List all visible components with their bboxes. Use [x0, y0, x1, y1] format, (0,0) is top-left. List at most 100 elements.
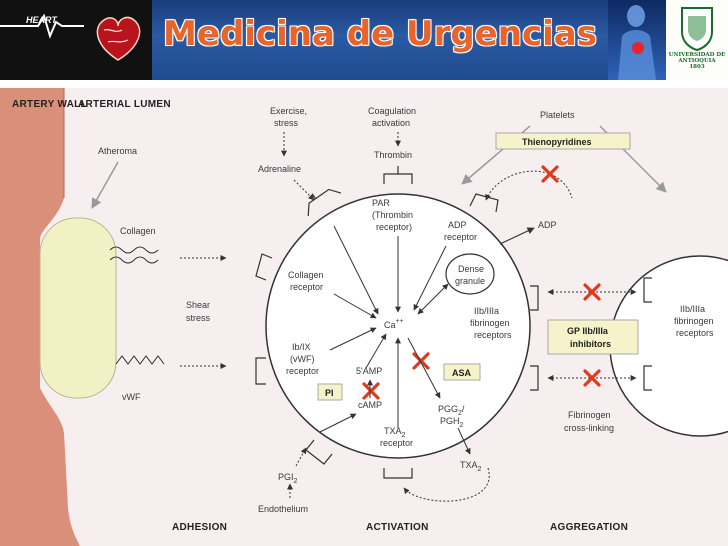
- body-figure-graphic: [618, 5, 656, 80]
- label-exercise-1: Exercise,: [270, 106, 307, 116]
- calcium-arrows: [319, 225, 471, 455]
- pgi2-receptor: [305, 439, 333, 465]
- label-txa2-rec-1: TXA2: [384, 426, 406, 439]
- body-figure-image: [608, 0, 666, 80]
- label-thienopyridines: Thienopyridines: [522, 137, 592, 147]
- label-right-rec-2: fibrinogen: [674, 316, 714, 326]
- section-activation: ACTIVATION: [366, 522, 429, 533]
- label-exercise-2: stress: [274, 118, 299, 128]
- label-camp: cAMP: [358, 400, 382, 410]
- adp-loop-arrow: [485, 170, 573, 201]
- label-thrombin: Thrombin: [374, 150, 412, 160]
- torso-icon: [618, 30, 656, 80]
- label-ib-2: (vWF): [290, 354, 315, 364]
- label-dense-2: granule: [455, 276, 485, 286]
- arrow-pgh2-txa2: [457, 427, 471, 455]
- adp-receptor: [469, 193, 499, 213]
- label-txa2-rec-2: receptor: [380, 438, 413, 448]
- adrenaline-receptor: [307, 188, 342, 217]
- camp-block-icon: [362, 382, 380, 400]
- label-shear-2: stress: [186, 313, 211, 323]
- gp-receptor-right-top: [643, 277, 652, 303]
- logo-text: HEART: [26, 15, 58, 25]
- label-gp-inh-2: inhibitors: [570, 339, 611, 349]
- adrenaline-arrow: [293, 179, 315, 201]
- label-dense-1: Dense: [458, 264, 484, 274]
- header-banner: HEART Medicina de Urgencias UNIVERSIDAD …: [0, 0, 728, 80]
- label-adp: ADP: [538, 220, 557, 230]
- label-gp-rec-2: fibrinogen: [470, 318, 510, 328]
- label-gp-inh-1: GP IIb/IIIa: [567, 326, 609, 336]
- arrow-adrenaline-ca: [333, 225, 379, 315]
- gp-receptor-left-top: [530, 285, 539, 311]
- txa-rec-text: TXA: [384, 426, 402, 436]
- label-adrenaline: Adrenaline: [258, 164, 301, 174]
- shield-inner-icon: [688, 16, 706, 41]
- label-pi: PI: [325, 388, 334, 398]
- label-adp-rec-2: receptor: [444, 232, 477, 242]
- thienopyridines-block-icon: [541, 165, 559, 183]
- heart-logo-graphic: HEART: [0, 13, 141, 61]
- label-collagen: Collagen: [120, 226, 156, 236]
- ca-text: Ca: [384, 320, 396, 330]
- arrow-amp-ca: [365, 333, 387, 369]
- label-gp-rec-3: receptors: [474, 330, 512, 340]
- arrow-ca-granule: [417, 283, 449, 315]
- txa-text: TXA: [460, 460, 478, 470]
- label-platelets: Platelets: [540, 110, 575, 120]
- arrow-ib-ca: [329, 327, 377, 351]
- label-par-1: PAR: [372, 198, 390, 208]
- label-ib-1: Ib/IX: [292, 342, 311, 352]
- label-right-rec-3: receptors: [676, 328, 714, 338]
- heart-logo: HEART: [0, 0, 152, 80]
- txa2-receptor: [383, 468, 413, 479]
- diagram-canvas: ARTERY WALL ARTERIAL LUMEN ADHESION ACTI…: [0, 88, 728, 546]
- label-atheroma: Atheroma: [98, 146, 137, 156]
- label-pgi2: PGI2: [278, 472, 298, 485]
- label-cross-linking: cross-linking: [564, 423, 614, 433]
- university-year: 1803: [689, 64, 705, 70]
- label-adp-rec-1: ADP: [448, 220, 467, 230]
- arrow-ca-pgg2: [407, 337, 441, 399]
- gp-block-icon-top: [583, 283, 601, 301]
- dense-granule: [445, 253, 495, 295]
- platelet-diagram: ARTERY WALL ARTERIAL LUMEN ADHESION ACTI…: [0, 88, 728, 546]
- gp-receptor-left-bottom: [530, 365, 539, 391]
- pgh-text: PGH: [440, 416, 460, 426]
- label-collagen-rec-2: receptor: [290, 282, 323, 292]
- pgi2-arrow: [295, 447, 307, 467]
- label-right-rec-1: IIb/IIIa: [680, 304, 705, 314]
- arrow-pgi2-camp: [319, 413, 357, 433]
- label-fibrinogen: Fibrinogen: [568, 410, 611, 420]
- asa-block-icon: [412, 352, 430, 370]
- pgg-text: PGG: [438, 404, 458, 414]
- section-aggregation: AGGREGATION: [550, 522, 628, 533]
- arrow-collagen-ca: [333, 293, 377, 319]
- label-par-3: receptor): [376, 222, 412, 232]
- label-vwf: vWF: [122, 392, 141, 402]
- collagen-fibers-icon: [109, 246, 159, 264]
- section-arterial-lumen: ARTERIAL LUMEN: [78, 99, 171, 110]
- txa2-loop-arrow: [403, 467, 490, 502]
- label-5amp: 5'AMP: [356, 366, 382, 376]
- head-icon: [627, 5, 645, 27]
- pgi-text: PGI: [278, 472, 294, 482]
- heart-glow-icon: [632, 42, 644, 54]
- title-band: Medicina de Urgencias: [152, 0, 608, 80]
- par-receptor: [383, 166, 413, 184]
- atheroma-plaque: [39, 217, 117, 399]
- label-ib-3: receptor: [286, 366, 319, 376]
- ecg-line-icon: [0, 13, 84, 39]
- label-coag-2: activation: [372, 118, 410, 128]
- gp-block-icon-bottom: [583, 369, 601, 387]
- university-name-text: UNIVERSIDAD DE ANTIOQUIA: [668, 52, 726, 64]
- thienopyridines-box: [495, 132, 631, 150]
- gp-receptor-right-bottom: [643, 365, 652, 391]
- pi-box: [317, 383, 343, 401]
- atheroma-arrow: [91, 161, 119, 209]
- asa-box: [443, 363, 481, 381]
- label-par-2: (Thrombin: [372, 210, 413, 220]
- label-pgh2: PGH2: [440, 416, 464, 429]
